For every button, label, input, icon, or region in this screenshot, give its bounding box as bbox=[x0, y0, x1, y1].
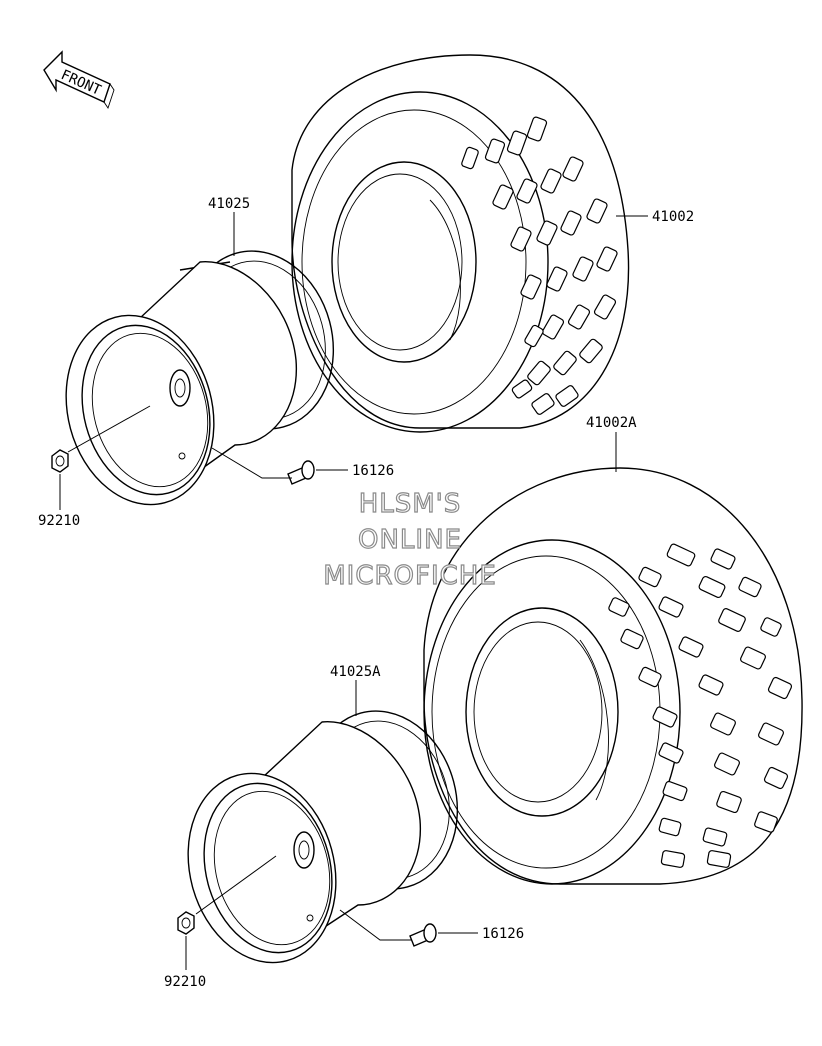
upper-valve-stem bbox=[287, 460, 315, 485]
lower-valve-stem bbox=[409, 923, 437, 947]
label-upper-valve: 16126 bbox=[352, 463, 394, 479]
watermark-line-2: ONLINE bbox=[358, 525, 462, 555]
label-lower-nut: 92210 bbox=[164, 974, 206, 990]
lower-rim bbox=[187, 710, 459, 964]
lower-tire bbox=[423, 467, 803, 885]
watermark-line-3: MICROFICHE bbox=[323, 561, 497, 591]
label-upper-rim: 41025 bbox=[208, 196, 250, 212]
upper-tread-lugs bbox=[461, 116, 618, 415]
upper-nut-icon bbox=[51, 449, 69, 473]
upper-tire bbox=[291, 54, 630, 433]
label-lower-rim: 41025A bbox=[330, 664, 381, 680]
front-arrow-icon: FRONT bbox=[43, 50, 115, 110]
lower-nut-icon bbox=[177, 911, 195, 935]
leader-lines bbox=[59, 212, 648, 970]
label-upper-tire: 41002 bbox=[652, 209, 694, 225]
watermark-line-1: HLSM'S bbox=[359, 489, 462, 519]
lower-tread-lugs bbox=[608, 543, 793, 868]
label-upper-nut: 92210 bbox=[38, 513, 80, 529]
watermark: HLSM'S ONLINE MICROFICHE bbox=[323, 488, 497, 591]
label-lower-valve: 16126 bbox=[482, 926, 524, 942]
upper-rim bbox=[65, 250, 335, 506]
label-lower-tire: 41002A bbox=[586, 415, 637, 431]
